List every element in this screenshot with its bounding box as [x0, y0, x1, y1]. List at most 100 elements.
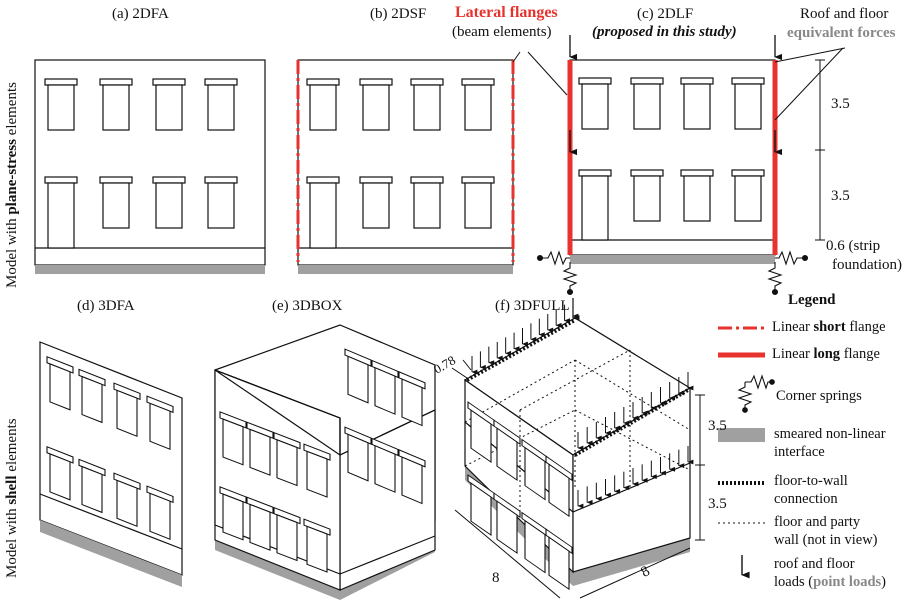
window [374, 366, 396, 415]
window [734, 83, 762, 130]
window [524, 519, 546, 574]
window [81, 375, 103, 424]
window [309, 84, 337, 131]
window [47, 84, 75, 131]
dim-storey-bottom: 3.5 [831, 188, 850, 204]
legend-symbols [718, 326, 775, 579]
dim-strip: 0.6 (strip [826, 238, 881, 254]
window-grid [467, 401, 573, 591]
window-lintel [630, 169, 664, 177]
window-lintel [99, 78, 133, 86]
window [306, 525, 328, 573]
interface-band [298, 265, 513, 274]
window-lintel [578, 169, 612, 177]
window-lintel [461, 78, 495, 86]
window-lintel [306, 78, 340, 86]
window [149, 492, 171, 540]
legend-interface-2: interface [774, 444, 825, 460]
window [149, 402, 171, 450]
equivalent-forces-label: equivalent forces [787, 25, 896, 41]
interface-band [35, 265, 265, 274]
window-lintel [359, 78, 393, 86]
window [496, 500, 518, 555]
window-lintel [680, 77, 714, 85]
window-lintel [152, 176, 186, 184]
legend-short-flange: Linear short flange [772, 319, 886, 335]
window [276, 514, 298, 562]
window [413, 182, 441, 229]
legend-interface-symbol [718, 428, 765, 442]
window-grid [306, 78, 495, 249]
legend-spring-symbol [737, 374, 775, 413]
window-lintel [731, 77, 765, 85]
panel-d-title: (d) 3DFA [77, 298, 135, 314]
legend-party-2: wall (not in view) [774, 532, 878, 548]
legend-f2w-2: connection [774, 491, 838, 507]
model-2dsf [296, 59, 515, 274]
window-lintel [630, 77, 664, 85]
window-lintel [44, 78, 78, 86]
legend-title: Legend [788, 292, 836, 308]
window [683, 175, 711, 222]
dim-strip-2: foundation) [832, 257, 902, 273]
legend-springs: Corner springs [776, 388, 862, 404]
panel-c-title: (c) 2DLF [637, 6, 694, 22]
window [155, 84, 183, 131]
window-lintel [359, 176, 393, 184]
window-grid [44, 78, 238, 249]
window [548, 536, 570, 591]
model-2dlf [512, 35, 846, 296]
window [306, 450, 328, 498]
window-lintel [461, 176, 495, 184]
window-lintel [410, 78, 444, 86]
window [49, 453, 71, 501]
window [222, 418, 244, 466]
model-3dfa [39, 341, 183, 587]
window [496, 427, 518, 482]
window-lintel [204, 176, 238, 184]
dim-f-top: 3.5 [708, 418, 727, 434]
equivalent-force-arrows [569, 35, 783, 156]
door [47, 182, 75, 249]
window-lintel [152, 78, 186, 86]
window [734, 175, 762, 222]
window [413, 84, 441, 131]
window [249, 428, 271, 476]
window [222, 493, 244, 541]
legend-f2w-1: floor-to-wall [774, 473, 848, 489]
window [548, 463, 570, 518]
legend-loads-2: loads (point loads) [774, 574, 887, 590]
window-lintel [731, 169, 765, 177]
window [464, 84, 492, 131]
window [276, 439, 298, 487]
face-windows [46, 355, 174, 540]
legend-loads-1: roof and floor [774, 556, 855, 572]
beam-elements-label: (beam elements) [452, 24, 552, 40]
model-3dbox [214, 324, 436, 600]
panel-e-title: (e) 3DBOX [272, 298, 343, 314]
roof-floor-label: Roof and floor [800, 6, 889, 22]
side-label-shell: Model with shell elements [4, 418, 20, 578]
lateral-flanges-label: Lateral flanges [455, 4, 558, 21]
window [401, 378, 423, 427]
window [155, 182, 183, 229]
window-grid [219, 348, 426, 573]
dimension-lines [451, 359, 705, 599]
window-lintel [204, 78, 238, 86]
window [102, 84, 130, 131]
corner-springs [536, 250, 809, 296]
panel-b-title: (b) 2DSF [370, 6, 427, 22]
window-lintel [306, 176, 340, 184]
door [309, 182, 337, 249]
model-2dfa [34, 59, 266, 274]
window-grid [46, 355, 174, 540]
window-lintel [410, 176, 444, 184]
face-windows [344, 348, 426, 505]
window [362, 182, 390, 229]
window [524, 446, 546, 501]
callout-lines [512, 47, 846, 121]
window [633, 83, 661, 130]
window [470, 409, 492, 463]
point-load-arrows [471, 298, 694, 509]
